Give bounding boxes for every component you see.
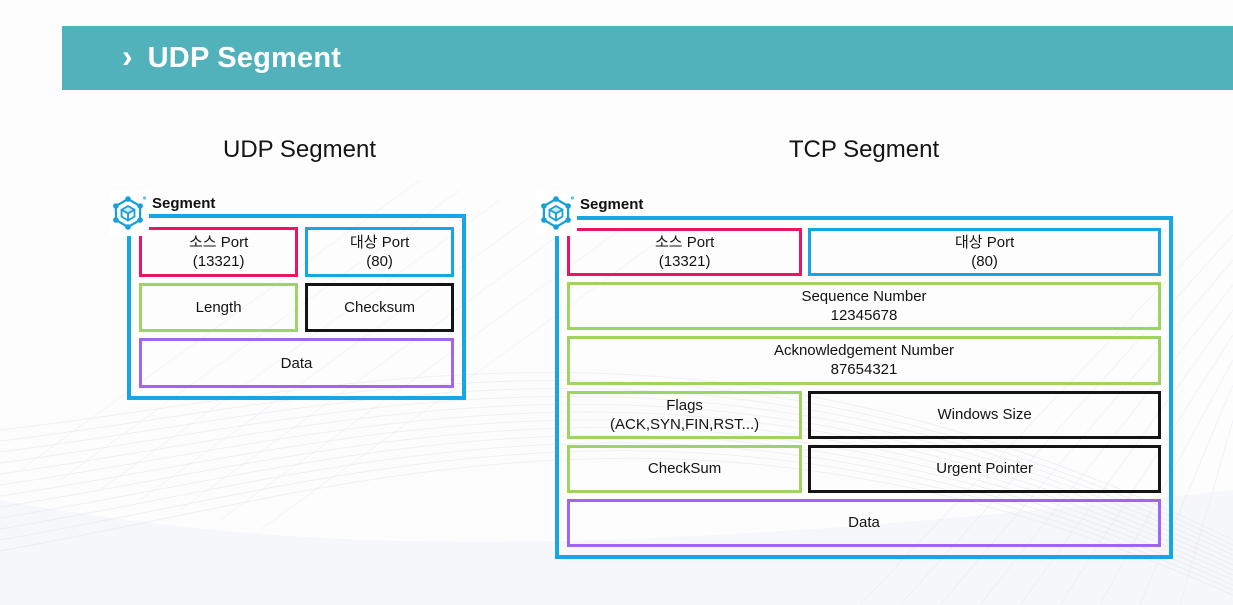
tcp-segment-label: Segment: [580, 196, 644, 213]
segment-cube-icon: [109, 190, 149, 236]
udp-data-label: Data: [280, 354, 313, 372]
udp-length-field: Length: [139, 282, 299, 333]
tcp-dest-port-label: 대상 Port: [954, 234, 1015, 252]
header-banner: › UDP Segment: [62, 26, 1233, 90]
udp-segment-box: 소스 Port (13321) 대상 Port (80) Length Chec…: [127, 214, 466, 400]
tcp-ack-number-value: 87654321: [830, 361, 898, 379]
udp-dest-port-label: 대상 Port: [349, 233, 410, 251]
tcp-ack-number-label: Acknowledgement Number: [773, 342, 955, 360]
page-title: UDP Segment: [147, 41, 342, 74]
udp-checksum-field: Checksum: [305, 282, 454, 333]
tcp-data-field: Data: [567, 498, 1161, 547]
tcp-dest-port-value: (80): [971, 253, 998, 271]
udp-length-label: Length: [195, 298, 242, 316]
tcp-flags-label: Flags: [666, 396, 703, 414]
udp-dest-port-value: (80): [366, 252, 393, 270]
tcp-source-port-value: (13321): [658, 253, 711, 271]
udp-diagram-title: UDP Segment: [223, 136, 376, 163]
chevron-right-icon: ›: [122, 38, 133, 74]
tcp-source-port-field: 소스 Port (13321): [567, 228, 803, 277]
tcp-source-port-label: 소스 Port: [654, 234, 715, 252]
tcp-sequence-number-label: Sequence Number: [801, 288, 927, 306]
segment-cube-icon: [537, 190, 577, 236]
tcp-windows-size-label: Windows Size: [937, 406, 1032, 424]
tcp-flags-value: (ACK,SYN,FIN,RST...): [610, 415, 760, 433]
udp-source-port-label: 소스 Port: [188, 233, 249, 251]
tcp-checksum-field: CheckSum: [567, 444, 803, 493]
tcp-dest-port-field: 대상 Port (80): [808, 228, 1161, 277]
tcp-checksum-label: CheckSum: [647, 460, 722, 478]
tcp-sequence-number-value: 12345678: [830, 307, 898, 325]
tcp-urgent-pointer-label: Urgent Pointer: [936, 460, 1033, 478]
tcp-flags-field: Flags (ACK,SYN,FIN,RST...): [567, 390, 803, 439]
tcp-sequence-number-field: Sequence Number 12345678: [567, 282, 1161, 331]
tcp-diagram-title: TCP Segment: [788, 136, 940, 163]
tcp-data-label: Data: [848, 514, 880, 532]
tcp-windows-size-field: Windows Size: [808, 390, 1161, 439]
udp-segment-label: Segment: [152, 195, 216, 212]
tcp-segment-box: 소스 Port (13321) 대상 Port (80) Sequence Nu…: [555, 216, 1173, 559]
udp-checksum-label: Checksum: [344, 298, 416, 316]
udp-source-port-value: (13321): [192, 252, 245, 270]
udp-data-field: Data: [139, 338, 454, 388]
udp-source-port-field: 소스 Port (13321): [139, 227, 299, 277]
tcp-urgent-pointer-field: Urgent Pointer: [808, 444, 1161, 493]
udp-dest-port-field: 대상 Port (80): [305, 227, 454, 277]
tcp-ack-number-field: Acknowledgement Number 87654321: [567, 336, 1161, 385]
